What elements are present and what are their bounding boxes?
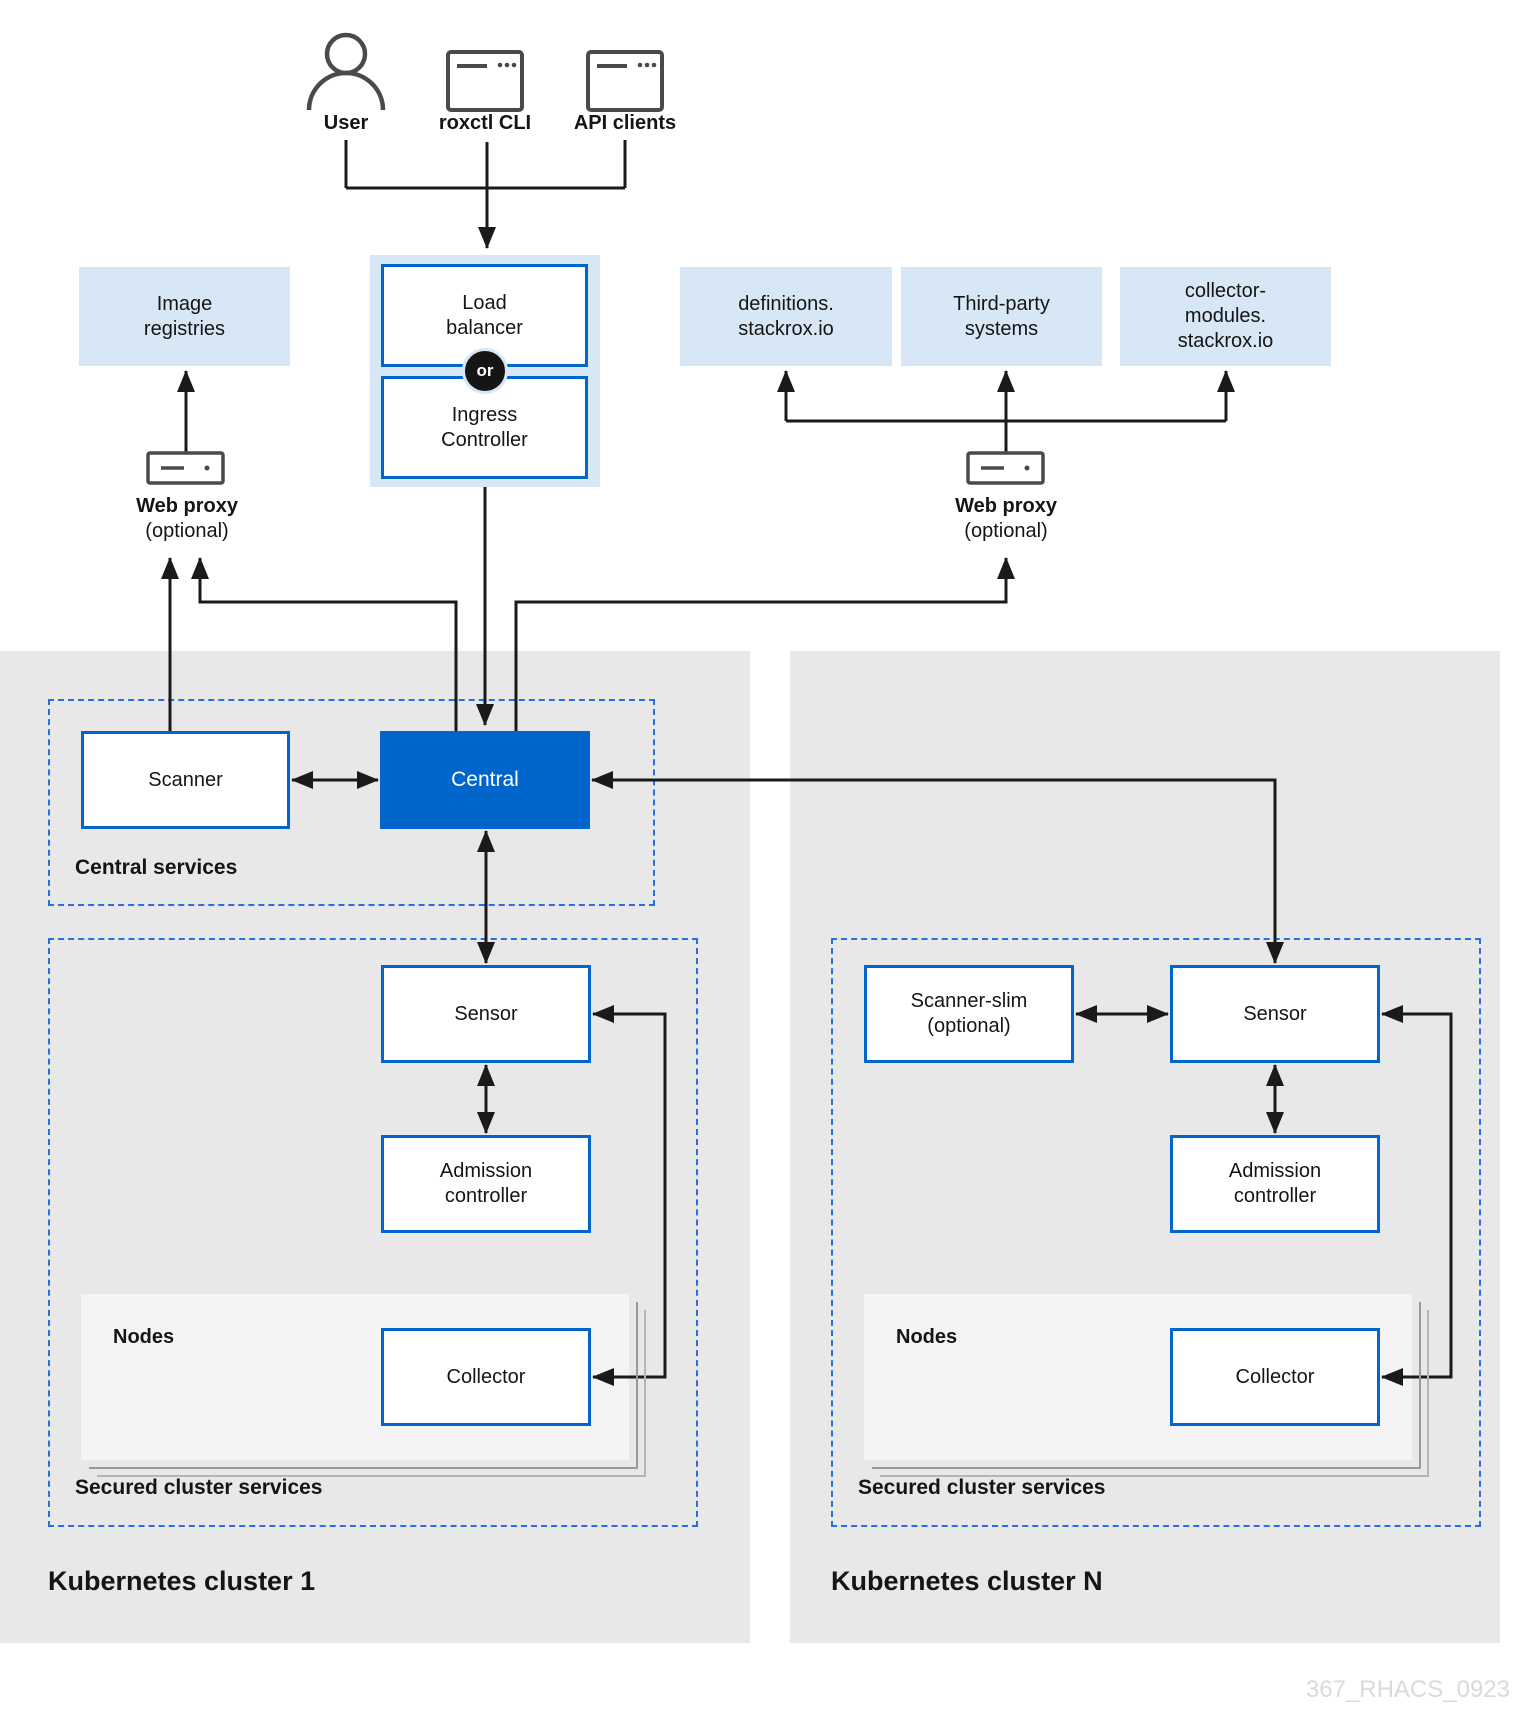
central-to-webproxy-right-arrow (514, 557, 1015, 731)
sensor1-collector-arrow (592, 1005, 667, 1386)
actors-to-loadbalancer-connector (344, 140, 627, 249)
roxctl-cli-icon (446, 50, 524, 112)
third-party-systems-box: Third-party systems (901, 267, 1102, 366)
clusterN-sensor-box: Sensor (1170, 965, 1380, 1063)
cluster1-title: Kubernetes cluster 1 (48, 1566, 316, 1596)
web-proxy-left-optional: (optional) (145, 520, 229, 542)
clusterN-title: Kubernetes cluster N (831, 1566, 1103, 1596)
clusterN-collector-box: Collector (1170, 1328, 1380, 1426)
sensorN-collector-arrow (1381, 1005, 1453, 1386)
collector-modules-box: collector- modules. stackrox.io (1120, 267, 1331, 366)
cluster1-sensor-box: Sensor (381, 965, 591, 1063)
api-clients-icon (586, 50, 664, 112)
or-badge: or (462, 348, 508, 394)
nodes-stack-lines (89, 1302, 1429, 1477)
web-proxy-right-icon (966, 451, 1045, 485)
clusterN-nodes-label: Nodes (896, 1326, 958, 1348)
central-to-webproxy-left-arrow (191, 557, 458, 731)
definitions-stackrox-box: definitions. stackrox.io (680, 267, 892, 366)
user-icon (306, 32, 386, 111)
webproxy-right-to-endpoints-connector (777, 370, 1235, 453)
cluster1-nodes-label: Nodes (113, 1326, 175, 1348)
web-proxy-left-icon (146, 451, 225, 485)
central-services-label: Central services (75, 856, 238, 879)
api-clients-label: API clients (573, 112, 677, 134)
watermark-text: 367_RHACS_0923 (1305, 1676, 1510, 1703)
central-box: Central (380, 731, 590, 829)
user-label: User (323, 112, 369, 134)
web-proxy-right-optional: (optional) (964, 520, 1048, 542)
cluster1-admission-box: Admission controller (381, 1135, 591, 1233)
clusterN-scanner-slim-box: Scanner-slim (optional) (864, 965, 1074, 1063)
cluster1-secured-label: Secured cluster services (75, 1476, 323, 1499)
image-registries-box: Image registries (79, 267, 290, 366)
scanner-box: Scanner (81, 731, 290, 829)
secured-cluster1-boundary (48, 938, 698, 1527)
clusterN-admission-box: Admission controller (1170, 1135, 1380, 1233)
web-proxy-left-label: Web proxy (136, 495, 238, 517)
cluster1-collector-box: Collector (381, 1328, 591, 1426)
central-sensorN-arrow (591, 771, 1284, 964)
roxctl-cli-label: roxctl CLI (438, 112, 532, 134)
web-proxy-right-label: Web proxy (955, 495, 1057, 517)
clusterN-secured-label: Secured cluster services (858, 1476, 1106, 1499)
